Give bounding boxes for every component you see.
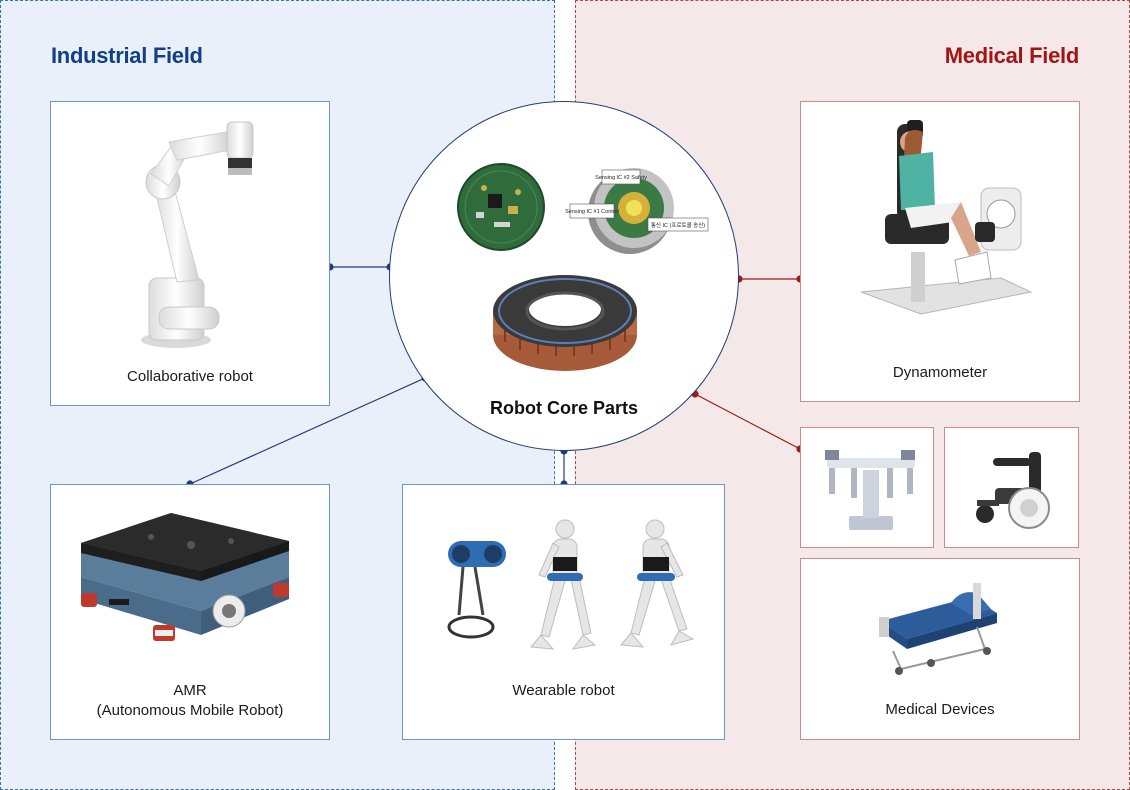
- exoskeleton-icon: [447, 519, 695, 650]
- robot-core-parts-circle: Sensing IC #2 Safety Sensing IC #1 Contr…: [389, 101, 739, 451]
- wheelchair-card: [944, 427, 1079, 548]
- collaborative-robot-arm-icon: [141, 121, 254, 348]
- amr-label-line2: (Autonomous Mobile Robot): [96, 702, 284, 719]
- core-parts-title: Robot Core Parts: [489, 398, 639, 418]
- electric-wheelchair-icon: [976, 452, 1050, 529]
- callout-sensing-safety: Sensing IC #2 Safety: [595, 175, 647, 181]
- frameless-motor-icon: [493, 275, 637, 371]
- surgical-robot-card: [800, 427, 934, 548]
- hospital-bed-icon: [879, 583, 997, 675]
- dynamometer-card: Dynamometer: [800, 101, 1080, 402]
- core-parts-illustration: Sensing IC #2 Safety Sensing IC #1 Contr…: [457, 163, 709, 371]
- industrial-field-title: Industrial Field: [51, 43, 203, 68]
- wearable-robot-card: Wearable robot: [402, 484, 725, 740]
- medical-devices-card: Medical Devices: [800, 558, 1080, 740]
- amr-label-line1: AMR: [173, 682, 207, 699]
- medical-devices-label: Medical Devices: [885, 701, 995, 718]
- dynamometer-label: Dynamometer: [892, 364, 988, 381]
- mobile-robot-icon: [81, 513, 289, 641]
- dynamometer-chair-icon: [860, 120, 1033, 315]
- medical-field-title: Medical Field: [944, 43, 1080, 68]
- connector-amr: [189, 377, 426, 485]
- collaborative-robot-card: Collaborative robot: [50, 101, 330, 406]
- callout-sensing-control: Sensing IC #1 Control: [565, 209, 619, 215]
- surgical-robot-icon: [825, 450, 915, 530]
- callout-comm-ic: 통신 IC (프로토콜 송신): [651, 221, 705, 229]
- connector-medical-devices: [694, 393, 801, 450]
- amr-card: AMR (Autonomous Mobile Robot): [50, 484, 330, 740]
- collaborative-robot-label: Collaborative robot: [127, 368, 253, 385]
- pcb-board-icon: [457, 163, 545, 251]
- wearable-robot-label: Wearable robot: [512, 682, 615, 699]
